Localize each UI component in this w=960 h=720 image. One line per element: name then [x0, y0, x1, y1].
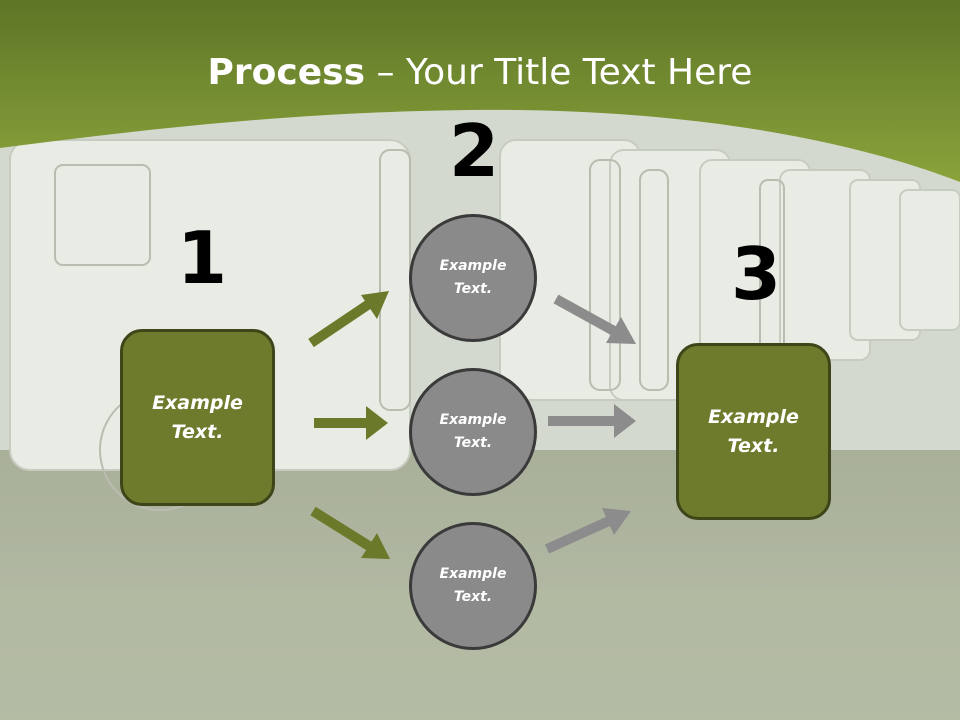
step-2-circle-3: Example Text. [409, 522, 537, 650]
step-1-text: Example Text. [152, 391, 243, 443]
step-2-circle-1: Example Text. [409, 214, 537, 342]
arrow-2-top-to-3 [553, 294, 636, 344]
step-2-circle-3-text: Example Text. [439, 566, 507, 605]
slide-title: Process – Your Title Text Here [0, 52, 960, 93]
step-2-circle-1-text: Example Text. [439, 258, 507, 297]
step-3-box: Example Text. [676, 343, 831, 520]
arrow-1-to-2-bottom [310, 506, 390, 559]
gray-arrows [544, 294, 636, 554]
arrow-1-to-2-middle [314, 406, 388, 440]
step-2-number: 2 [449, 109, 500, 193]
arrow-2-middle-to-3 [548, 404, 636, 438]
step-3-text: Example Text. [708, 405, 799, 457]
arrow-1-to-2-top [308, 291, 389, 348]
step-2-circle-2: Example Text. [409, 368, 537, 496]
title-rest: – Your Title Text Here [365, 52, 753, 93]
step-1-number: 1 [177, 216, 228, 300]
green-arrows [308, 291, 390, 559]
arrow-2-bottom-to-3 [544, 508, 631, 554]
step-1-box: Example Text. [120, 329, 275, 506]
step-2-circle-2-text: Example Text. [439, 412, 507, 451]
step-3-number: 3 [731, 232, 782, 316]
title-bold: Process [207, 52, 366, 93]
